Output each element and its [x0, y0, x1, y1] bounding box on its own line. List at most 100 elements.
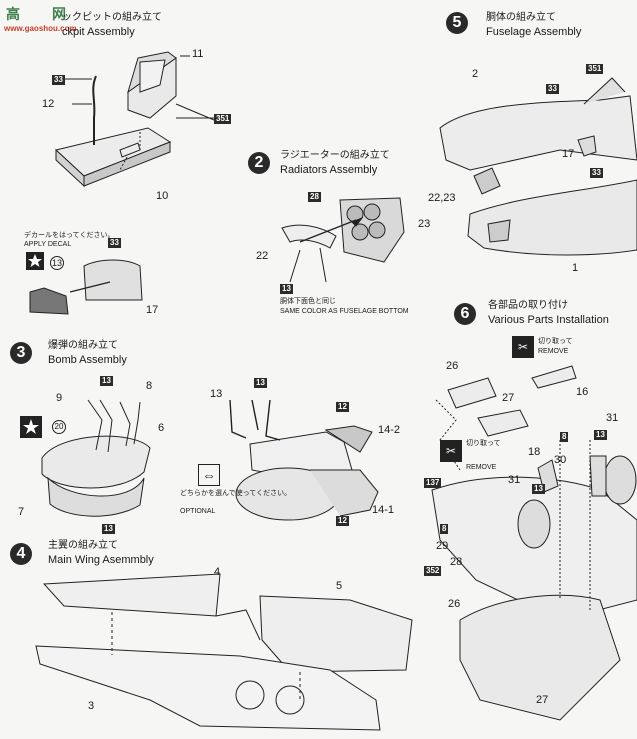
code-13d: 13: [102, 524, 115, 534]
decal-20: 20: [52, 420, 66, 434]
code-13g: 13: [532, 484, 545, 494]
code-13c: 13: [100, 376, 113, 386]
part-17: 17: [146, 304, 159, 316]
step4-title-jp: 主翼の組み立て: [48, 540, 118, 551]
step1-title-en: ckpit Assembly: [62, 26, 135, 38]
radiator-intake: [281, 224, 337, 283]
decal-number: 13: [50, 256, 64, 270]
step5-title-en: Fuselage Assembly: [486, 26, 582, 38]
part-30: 30: [554, 454, 567, 466]
part-5: 5: [336, 580, 343, 592]
part-27a: 27: [502, 392, 515, 404]
step1-title-jp: ックピットの組み立て: [62, 12, 162, 23]
code-8b: 8: [440, 524, 449, 534]
code-352: 352: [424, 566, 442, 576]
step2-badge: 2: [248, 152, 270, 174]
part-6: 6: [158, 422, 165, 434]
bomb-brackets: [87, 399, 141, 453]
note-en: SAME COLOR AS FUSELAGE BOTTOM: [280, 308, 409, 315]
code-33: 33: [52, 75, 65, 85]
part-9: 9: [56, 392, 63, 404]
part-3: 3: [88, 700, 95, 712]
code-33d: 33: [590, 168, 603, 178]
watermark-char-1: 高: [6, 6, 20, 22]
installation-assembly: [431, 365, 637, 721]
step6-badge: 6: [454, 303, 476, 325]
cockpit-seat: [127, 51, 177, 119]
code-33c: 33: [546, 84, 559, 94]
watermark-char-2: 网: [52, 6, 66, 22]
fuselage-upper: [439, 77, 637, 171]
code-13e: 13: [254, 378, 267, 388]
decal-en: APPLY DECAL: [24, 241, 72, 248]
cut-icon-2: ✂: [440, 440, 462, 462]
step3-badge: 3: [10, 342, 32, 364]
code-33b: 33: [108, 238, 121, 248]
part-4: 4: [214, 566, 221, 578]
part-14-2: 14-2: [378, 424, 401, 436]
part-11: 11: [192, 48, 204, 60]
fuselage-part-17: [577, 135, 597, 157]
code-13f: 13: [594, 430, 607, 440]
instrument-panel: [83, 259, 143, 301]
main-wing-lower: [35, 645, 381, 731]
part-8: 8: [146, 380, 153, 392]
step5-title-jp: 胴体の組み立て: [486, 12, 556, 23]
part-26b: 26: [448, 598, 461, 610]
part-27b: 27: [536, 694, 549, 706]
cut-icon: ✂: [512, 336, 534, 358]
remove-en-2: REMOVE: [466, 464, 497, 471]
part-13: 13: [210, 388, 223, 400]
main-wing-upper: [42, 573, 413, 673]
optional-jp: どちらかを選んで使ってください。: [180, 490, 292, 497]
step2-title-jp: ラジエーターの組み立て: [280, 150, 390, 161]
part-10: 10: [156, 190, 169, 202]
part-14-1: 14-1: [372, 504, 395, 516]
part-28: 28: [450, 556, 463, 568]
code-13: 13: [280, 284, 293, 294]
decal-jp: デカールをはってください。: [24, 232, 115, 239]
watermark-url: www.gaoshou.com: [4, 24, 77, 33]
decal-star-icon: [26, 252, 44, 270]
part-16: 16: [576, 386, 589, 398]
step4-title-en: Main Wing Asemmbly: [48, 554, 154, 566]
step3-title-jp: 爆弾の組み立て: [48, 340, 118, 351]
step4-badge: 4: [10, 543, 32, 565]
step3-title-en: Bomb Assembly: [48, 354, 127, 366]
remove-jp-2: 切り取って: [466, 440, 501, 447]
step6-title-en: Various Parts Installation: [488, 314, 609, 326]
part-22: 22: [256, 250, 269, 262]
note-jp: 胴体下面色と同じ: [280, 298, 336, 305]
instrument-decal: [29, 287, 69, 315]
step5-badge: 5: [446, 12, 468, 34]
code-351b: 351: [586, 64, 604, 74]
part-31b: 31: [508, 474, 521, 486]
bomb-rack: [41, 435, 151, 517]
control-stick: [92, 75, 97, 145]
part-2: 2: [472, 68, 479, 80]
part-22-23: 22,23: [428, 192, 456, 204]
code-12b: 12: [336, 516, 349, 526]
part-18: 18: [528, 446, 541, 458]
star-decal-icon: [20, 416, 42, 438]
fuselage-lower: [467, 179, 637, 256]
part-29: 29: [436, 540, 449, 552]
code-351: 351: [214, 114, 232, 124]
part-23: 23: [418, 218, 431, 230]
cockpit-floor: [54, 127, 172, 188]
part-26a: 26: [446, 360, 459, 372]
radiator-housing: [339, 197, 405, 263]
code-8a: 8: [560, 432, 569, 442]
optional-en: OPTIONAL: [180, 508, 216, 515]
step6-title-jp: 各部品の取り付け: [488, 300, 568, 311]
remove-jp-1: 切り取って: [538, 338, 573, 345]
part-1: 1: [572, 262, 579, 274]
part-12: 12: [42, 98, 55, 110]
code-28: 28: [308, 192, 321, 202]
code-12a: 12: [336, 402, 349, 412]
step2-title-en: Radiators Assembly: [280, 164, 378, 176]
bomb: [235, 425, 379, 521]
part-7: 7: [18, 506, 25, 518]
swap-arrows-icon: ⇔: [198, 464, 220, 486]
